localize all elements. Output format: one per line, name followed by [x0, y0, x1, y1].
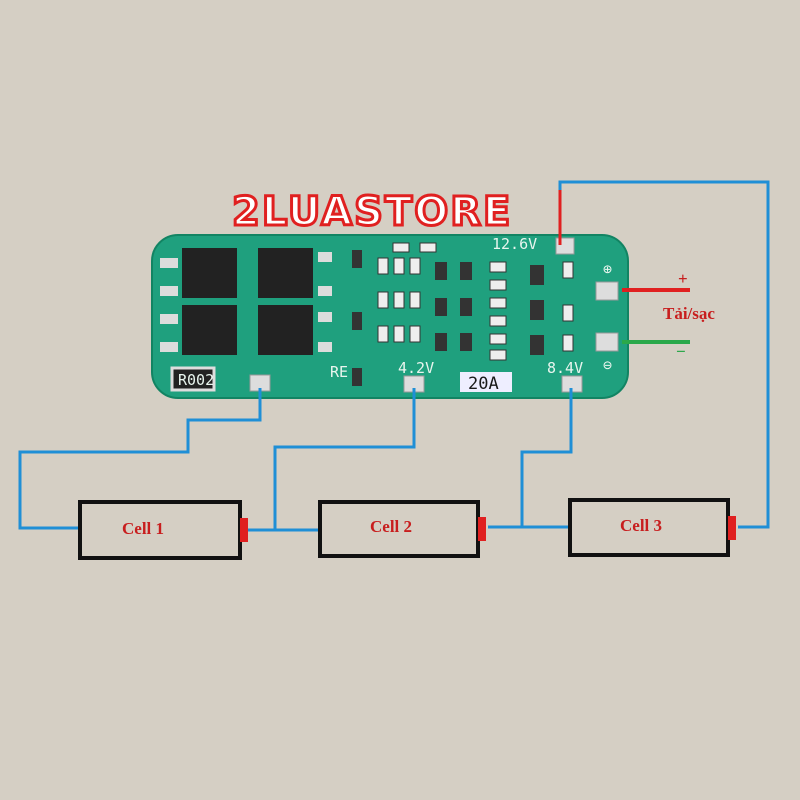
label-12-6v: 12.6V [492, 235, 537, 253]
plus-symbol: ⊕ [603, 260, 612, 278]
svg-text:Cell 2: Cell 2 [370, 517, 412, 536]
label-re: RE [330, 363, 348, 381]
cell-1: Cell 1 [78, 500, 248, 560]
label-20a: 20A [468, 374, 499, 394]
mosfets [182, 248, 313, 355]
wire-8-4v [488, 388, 573, 529]
wire-4-2v [248, 388, 416, 532]
solder-pads [249, 237, 619, 393]
label-4-2v: 4.2V [398, 359, 434, 377]
label-8-4v: 8.4V [547, 359, 583, 377]
bms-board: R002 RE 12.6V 4.2V 8.4V 20A ⊕ ⊖ [151, 234, 629, 399]
current-rating-box [460, 372, 512, 392]
smd-components [352, 250, 544, 386]
wires [18, 180, 770, 532]
svg-text:Cell 1: Cell 1 [122, 519, 164, 538]
load-label: Tải/sạc [663, 304, 715, 323]
wire-b-minus [18, 388, 262, 530]
brand-logo: 2LUASTORE [232, 189, 512, 235]
label-shunt: R002 [178, 371, 214, 389]
shunt-resistor [170, 366, 216, 392]
svg-text:Cell 3: Cell 3 [620, 516, 662, 535]
minus-symbol: ⊖ [603, 356, 612, 374]
load-minus-sign: − [676, 342, 686, 361]
load-plus-sign: + [678, 269, 688, 288]
cell-3: Cell 3 [568, 498, 736, 557]
cell-2: Cell 2 [318, 500, 486, 558]
wire-12-6v [558, 180, 770, 529]
